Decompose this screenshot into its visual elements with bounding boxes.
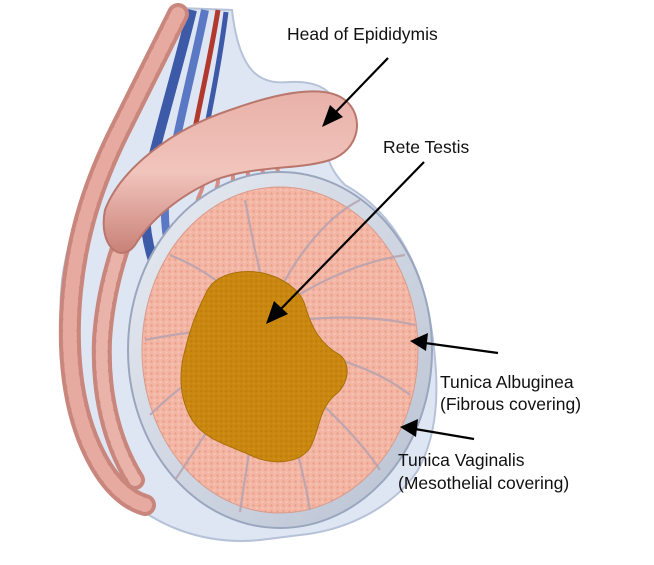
label-tunica-albuginea: Tunica Albuginea [440,372,574,392]
label-tunica-vaginalis-desc: (Mesothelial covering) [398,473,569,493]
rete-testis [180,271,348,463]
label-tunica-albuginea-desc: (Fibrous covering) [440,394,581,414]
arrow-tunica-vaginalis [400,419,475,441]
epididymis-head [102,90,358,254]
epididymis-tail [58,3,189,516]
label-tunica-vaginalis: Tunica Vaginalis [398,450,525,470]
arrow-head-of-epididymis [322,57,389,127]
label-rete-testis: Rete Testis [383,137,469,157]
arrow-rete-testis [266,161,425,324]
arrow-tunica-albuginea [410,333,499,355]
label-head-of-epididymis: Head of Epididymis [287,24,438,44]
